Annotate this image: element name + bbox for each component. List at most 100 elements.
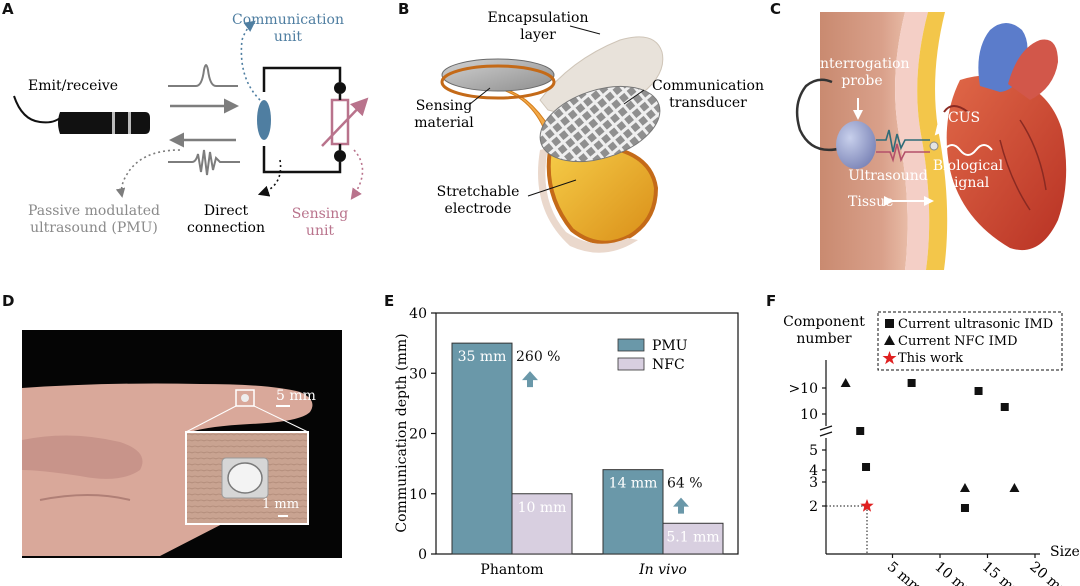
device-closeup — [227, 462, 263, 494]
panel-label-b: B — [398, 0, 410, 18]
point-this-work — [860, 499, 874, 512]
bars: 35 mm 10 mm 260 % 14 mm 5.1 mm 64 % — [451, 342, 724, 555]
backing-membrane-shape — [538, 148, 638, 253]
cus-device-icon — [929, 141, 939, 151]
point-ultrasonic-imd — [974, 387, 983, 395]
bar-nfc-2 — [662, 522, 724, 555]
axis-break-marker — [819, 425, 833, 437]
panel-label-d: D — [2, 292, 15, 310]
legend-label-nfc: Current NFC IMD — [898, 334, 1018, 349]
point-ultrasonic-imd — [960, 504, 969, 512]
y-tick-label: 3 — [809, 475, 818, 491]
communication-callout-arrow — [240, 20, 261, 101]
legend-marker-triangle — [884, 335, 895, 345]
biological-signal-wave — [943, 144, 993, 156]
improvement-up-arrow-icon — [522, 371, 538, 388]
interrogation-probe-icon — [836, 121, 876, 169]
probe-cable — [13, 95, 63, 124]
improvement-up-arrow-icon — [673, 497, 689, 514]
point-nfc-imd — [840, 378, 851, 387]
bar-value-label: 10 mm — [518, 500, 567, 516]
ultrasound-label: Ultrasound — [848, 168, 928, 184]
bar-nfc-1 — [511, 493, 573, 555]
y-tick-label: 30 — [409, 366, 427, 382]
panel-label-f: F — [766, 292, 777, 310]
bar-value-label: 14 mm — [609, 476, 658, 492]
receive-pulse-icon — [168, 149, 240, 176]
device-highlight-box — [235, 389, 255, 407]
pmu-callout-arrow — [115, 149, 181, 198]
y-tick-label: 5 — [809, 443, 818, 459]
yellow-layer-shape — [917, 12, 948, 270]
legend-marker-square — [885, 319, 894, 328]
cus-label: CUS — [948, 110, 980, 126]
guide-lines — [826, 505, 868, 554]
tissue-label: Tissue — [848, 194, 894, 210]
sensing-material-disk — [441, 58, 555, 92]
improvement-label: 260 % — [516, 349, 560, 365]
panel-label-e: E — [384, 292, 395, 310]
communication-transducer-icon — [257, 100, 271, 140]
panel-d: 5 mm 1 mm — [22, 330, 342, 558]
y-tick-label: 4 — [809, 463, 818, 479]
x-tick-label: 20 mm — [1026, 559, 1074, 586]
point-ultrasonic-imd — [856, 427, 865, 435]
scale-label-large: 5 mm — [276, 388, 316, 404]
point-nfc-imd — [959, 483, 970, 492]
communication-transducer-mesh — [539, 85, 661, 163]
point-ultrasonic-imd — [907, 379, 916, 387]
legend-label-this-work: This work — [898, 351, 963, 366]
improvement-label: 64 % — [667, 476, 703, 492]
panel-label-a: A — [2, 0, 14, 18]
point-nfc-imd — [1009, 483, 1020, 492]
bar-value-label: 35 mm — [458, 349, 507, 365]
point-ultrasonic-imd — [1000, 403, 1009, 411]
circuit-wire — [262, 66, 342, 174]
x-tick-label: In vivo — [638, 562, 687, 578]
legend-label-pmu: PMU — [652, 338, 688, 354]
legend: Current ultrasonic IMD Current NFC IMD T… — [877, 311, 1063, 371]
legend-label-ultrasonic: Current ultrasonic IMD — [898, 317, 1053, 332]
point-ultrasonic-imd — [862, 463, 871, 471]
probe-cable-c — [795, 78, 843, 152]
panel-label-c: C — [770, 0, 782, 18]
y-tick-label: 2 — [809, 499, 818, 515]
legend-marker-star — [882, 351, 897, 365]
x-tick-label: 5 mm — [884, 559, 925, 586]
emit-receive-label: Emit/receive — [28, 78, 118, 94]
data-points — [840, 378, 1020, 512]
emit-pulse-icon — [168, 64, 238, 87]
y-tick-label: 10 — [800, 407, 818, 423]
legend: PMU NFC — [617, 338, 688, 373]
legend-swatch-nfc — [617, 357, 645, 371]
x-axis-label: Size — [1050, 544, 1080, 560]
legend-frame — [877, 311, 1063, 371]
x-tick-label: 15 mm — [979, 559, 1027, 586]
bar-value-label: 5.1 mm — [666, 529, 719, 545]
y-tick-label: 20 — [409, 427, 427, 443]
y-tick-label: 0 — [418, 547, 427, 563]
x-tick-label: 10 mm — [931, 559, 979, 586]
legend-swatch-pmu — [617, 338, 645, 352]
y-axis-label: Communication depth (mm) — [394, 333, 410, 532]
bar-pmu-1 — [451, 342, 513, 555]
